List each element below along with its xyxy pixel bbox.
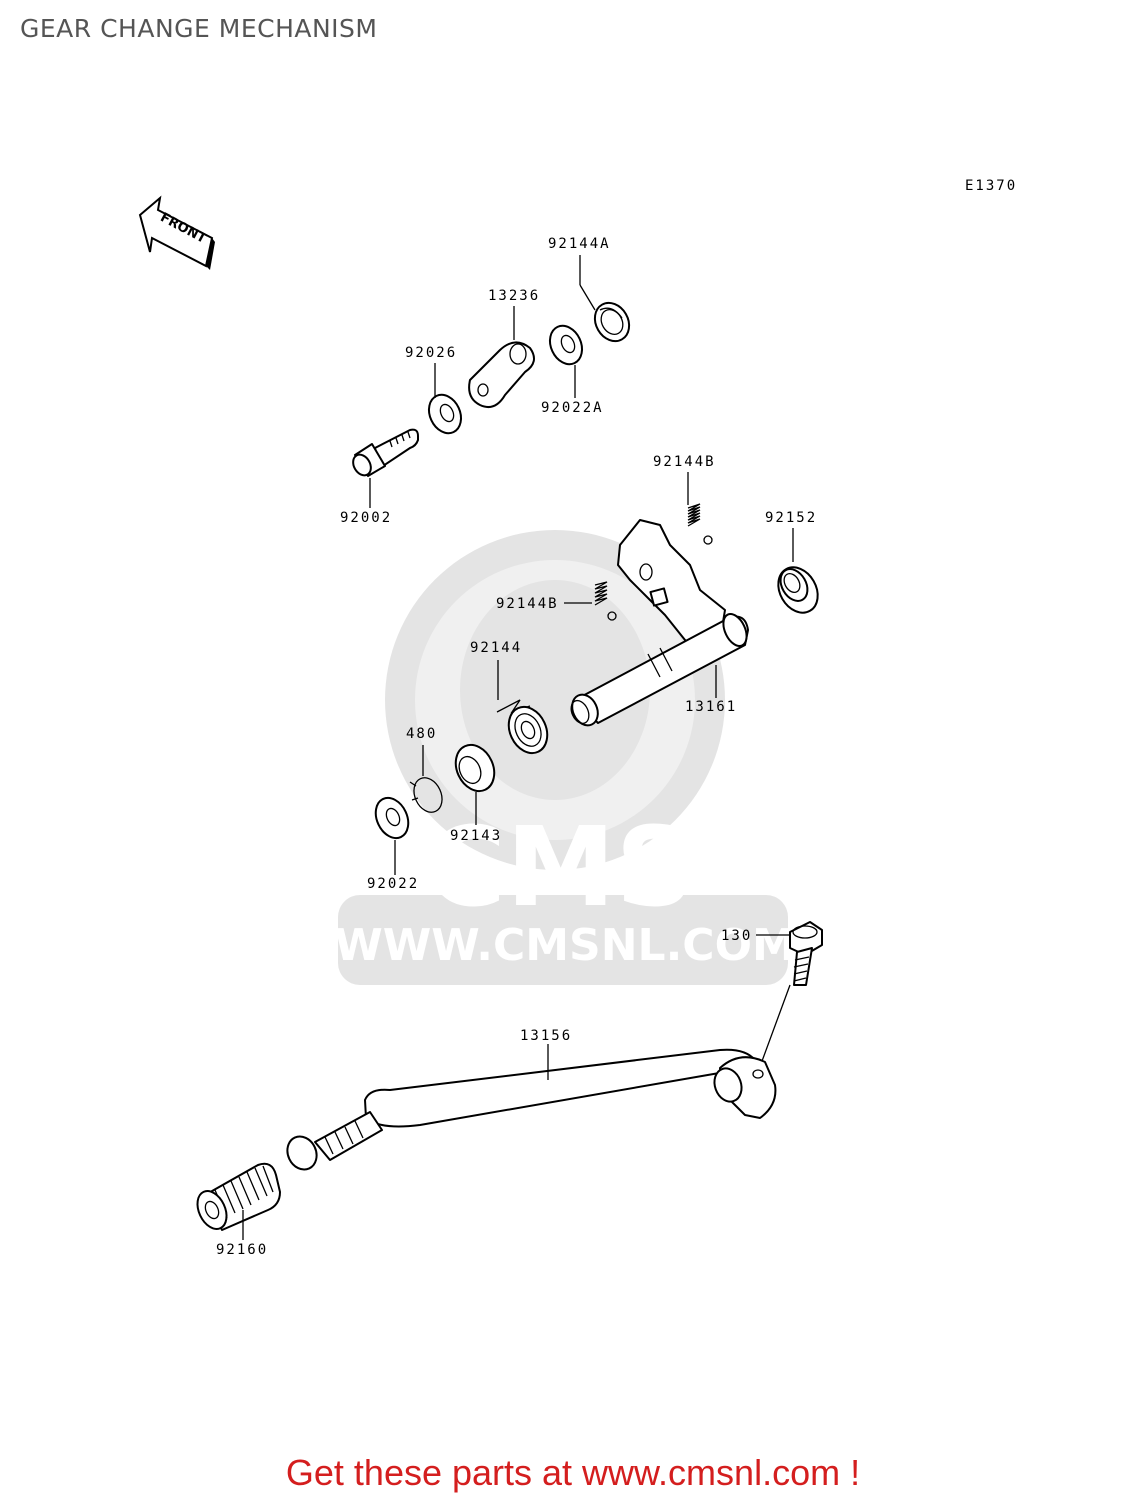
- watermark-url-text: WWW.CMSNL.COM: [334, 920, 796, 971]
- rubber-92160: [196, 1162, 281, 1231]
- shaft-13161: [570, 519, 749, 727]
- circlip-480: [409, 777, 443, 813]
- label-92144: 92144: [470, 640, 522, 656]
- cta-banner[interactable]: Get these parts at www.cmsnl.com !: [285, 1452, 861, 1493]
- washer-92022a: [548, 324, 584, 366]
- washer-92022: [374, 796, 410, 840]
- diagram-code: E1370: [965, 178, 1017, 194]
- label-13236: 13236: [488, 288, 540, 304]
- watermark-logo-text: CMS: [425, 803, 694, 931]
- label-92026: 92026: [405, 345, 457, 361]
- lever-13236: [468, 341, 535, 408]
- label-92144b-top: 92144B: [653, 454, 716, 470]
- spring-92144: [496, 699, 549, 755]
- bolt-92002: [352, 428, 419, 477]
- label-92022: 92022: [367, 876, 419, 892]
- collar-92026: [427, 393, 463, 435]
- label-92152: 92152: [765, 510, 817, 526]
- label-480: 480: [406, 726, 437, 742]
- parts-diagram: CMS WWW.CMSNL.COM E1370 FRONT 92144A 132…: [138, 178, 1017, 1258]
- label-13161: 13161: [685, 699, 737, 715]
- label-92160: 92160: [216, 1242, 268, 1258]
- spring-92144a: [579, 284, 631, 343]
- label-92022a: 92022A: [541, 400, 604, 416]
- oilseal-92152: [777, 566, 819, 614]
- pedal-13156: [286, 1048, 777, 1171]
- label-92002: 92002: [340, 510, 392, 526]
- label-13156: 13156: [520, 1028, 572, 1044]
- label-92144a: 92144A: [548, 236, 611, 252]
- label-92143: 92143: [450, 828, 502, 844]
- spring-92144b-top: [687, 503, 713, 545]
- watermark-logo: CMS WWW.CMSNL.COM: [334, 530, 796, 985]
- collar-92143: [454, 743, 496, 793]
- front-arrow-icon: FRONT: [138, 195, 215, 270]
- bolt-130: [789, 921, 823, 986]
- label-92144b-mid: 92144B: [496, 596, 559, 612]
- label-130: 130: [721, 928, 752, 944]
- spring-92144b-mid: [594, 581, 617, 621]
- page-title: GEAR CHANGE MECHANISM: [20, 14, 378, 43]
